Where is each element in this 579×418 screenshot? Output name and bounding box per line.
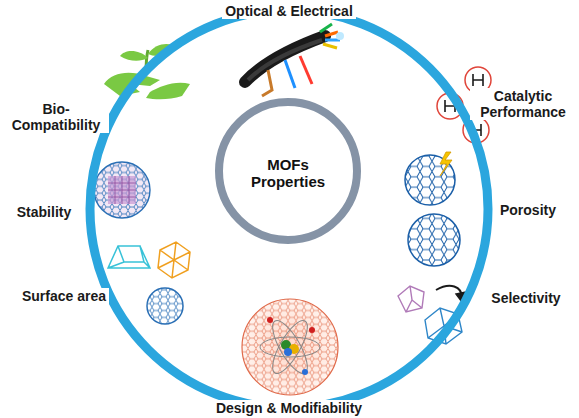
optical-cable-icon [245, 24, 344, 96]
property-label: Stability [14, 204, 74, 220]
property-label: Catalytic Performance [470, 88, 576, 120]
fullerene-lightning [405, 152, 455, 205]
center-title: MOFs Properties [233, 156, 343, 191]
property-label: Optical & Electrical [222, 3, 356, 19]
fullerene-icon [408, 214, 460, 266]
inner-ring [219, 102, 357, 240]
property-label: Surface area [19, 288, 109, 304]
core-circle: MOFs Properties [214, 97, 362, 245]
stability-cage [94, 162, 150, 218]
property-label: Porosity [497, 202, 559, 218]
property-label: Bio-Compatibility [3, 101, 109, 133]
outer-ring [90, 10, 488, 408]
property-label: Selectivity [488, 290, 563, 306]
property-label: Design & Modifiability [213, 400, 365, 416]
atom-sphere [242, 299, 338, 395]
